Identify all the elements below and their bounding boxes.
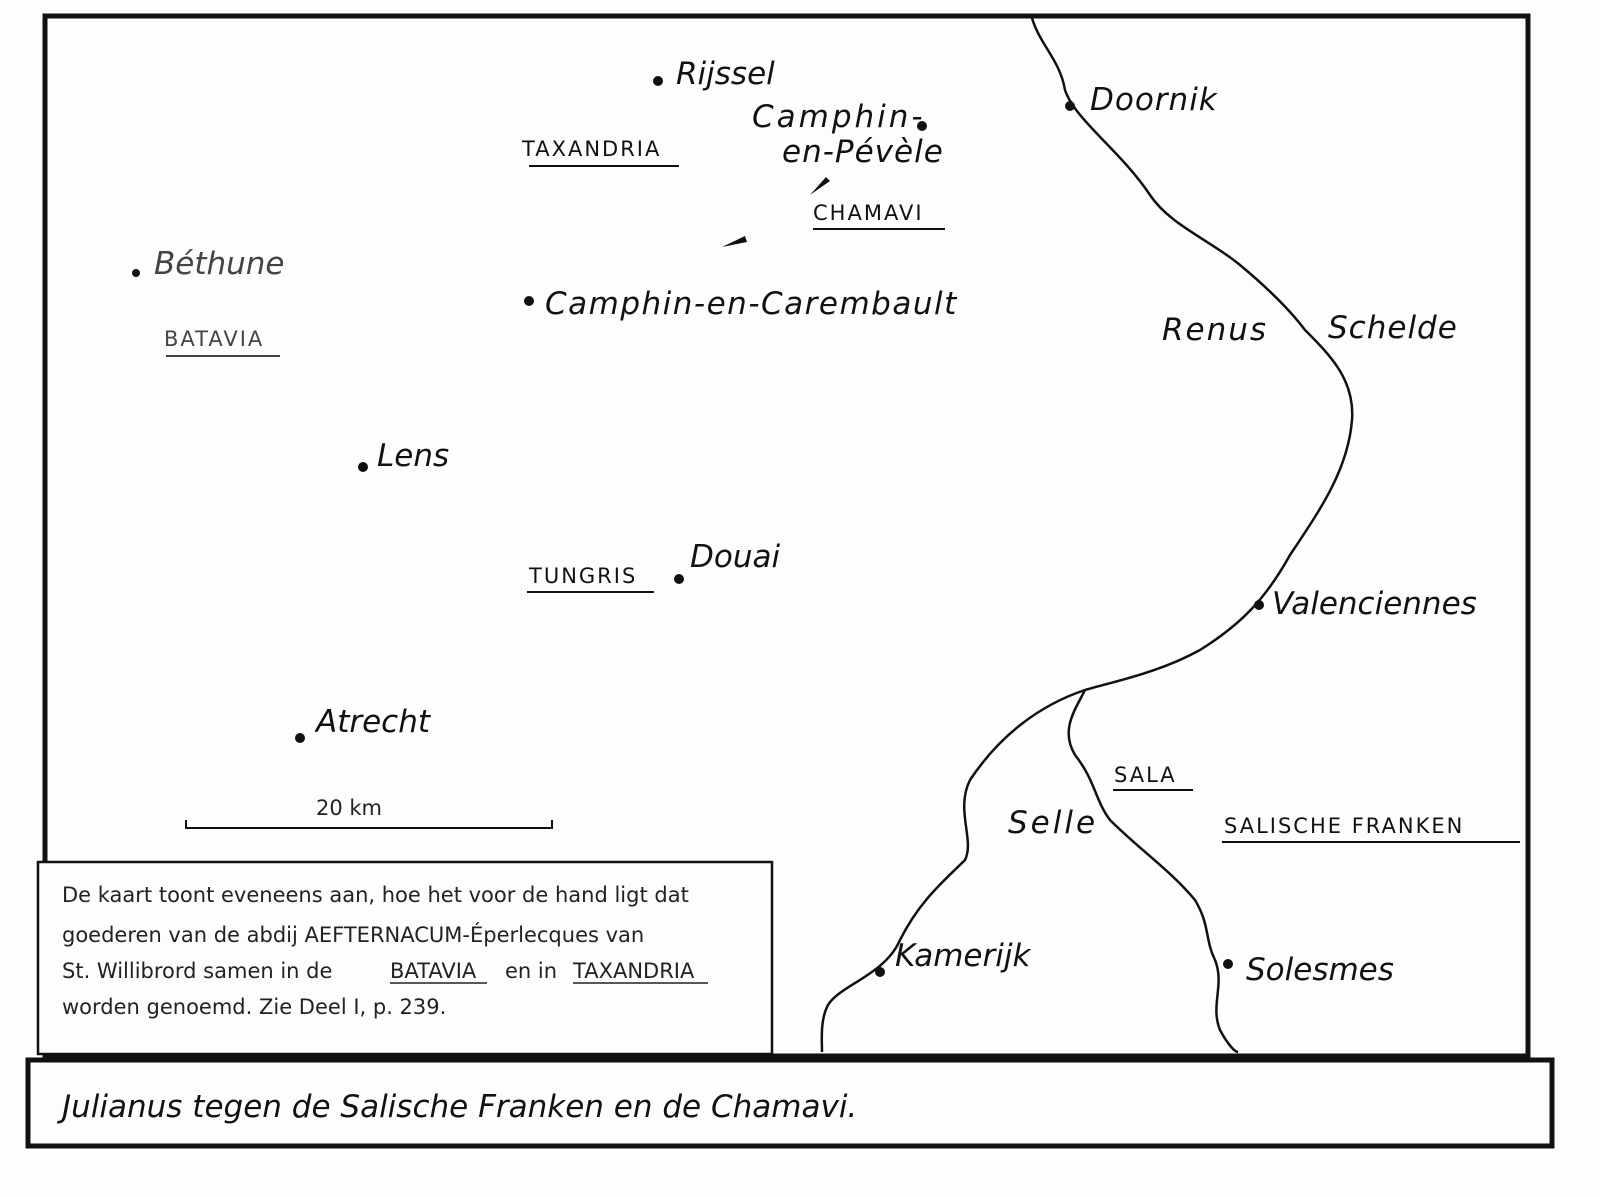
battle-marker <box>810 177 830 195</box>
label-bethune: Béthune <box>154 246 285 282</box>
label-region-tungris: TUNGRIS <box>528 564 637 588</box>
city-dot-douai <box>674 574 684 584</box>
city-dot-atrecht <box>295 733 305 743</box>
label-lens: Lens <box>377 438 449 474</box>
city-dot-bethune <box>132 269 140 277</box>
river-selle <box>1067 689 1239 1054</box>
label-atrecht: Atrecht <box>314 704 432 740</box>
label-kamerijk: Kamerijk <box>895 938 1031 974</box>
city-dot-solesmes <box>1223 959 1233 969</box>
note-line-3a: St. Willibrord samen in de <box>62 959 332 983</box>
label-region-taxandria: TAXANDRIA <box>521 137 661 161</box>
map-frame <box>42 13 1531 1059</box>
city-dot-camphin-peyele <box>917 121 927 131</box>
label-solesmes: Solesmes <box>1246 952 1394 988</box>
note-line-3c: en in <box>505 959 557 983</box>
label-river-renus: Renus <box>1162 312 1268 348</box>
city-dot-lens <box>358 462 368 472</box>
city-dot-camphin-carembault <box>524 296 534 306</box>
city-dots <box>132 76 1264 977</box>
label-rijssel: Rijssel <box>676 56 775 92</box>
river-schelde <box>820 17 1354 1053</box>
city-dot-valenciennes <box>1254 600 1264 610</box>
label-camphin-peyele-2: en-Pévèle <box>782 134 944 170</box>
scale-bar <box>185 820 553 829</box>
note-box <box>36 860 774 1056</box>
label-region-sala: SALA <box>1114 763 1177 787</box>
label-region-salische-franken: SALISCHE FRANKEN <box>1224 814 1464 838</box>
label-river-selle: Selle <box>1008 805 1098 841</box>
label-camphin-carembault: Camphin-en-Carembault <box>545 286 958 322</box>
note-line-1: De kaart toont eveneens aan, hoe het voo… <box>62 883 689 907</box>
label-valenciennes: Valenciennes <box>1272 586 1477 622</box>
city-dot-kamerijk <box>875 967 885 977</box>
map-title: Julianus tegen de Salische Franken en de… <box>56 1089 857 1125</box>
note-line-3d: TAXANDRIA <box>572 959 695 983</box>
note-line-2: goederen van de abdij AEFTERNACUM-Éperle… <box>62 922 644 947</box>
scale-label: 20 km <box>316 796 382 820</box>
label-doornik: Doornik <box>1090 82 1218 118</box>
label-camphin-peyele-1: Camphin- <box>752 99 926 135</box>
battle-marker <box>722 236 747 247</box>
label-region-chamavi: CHAMAVI <box>813 201 924 225</box>
note-line-3b: BATAVIA <box>390 959 477 983</box>
note-line-4: worden genoemd. Zie Deel I, p. 239. <box>62 995 446 1019</box>
caption-frame <box>25 1057 1555 1149</box>
label-douai: Douai <box>690 539 780 575</box>
city-dot-rijssel <box>653 76 663 86</box>
label-river-schelde: Schelde <box>1328 310 1458 346</box>
city-dot-doornik <box>1065 101 1075 111</box>
label-region-batavia: BATAVIA <box>164 327 264 351</box>
